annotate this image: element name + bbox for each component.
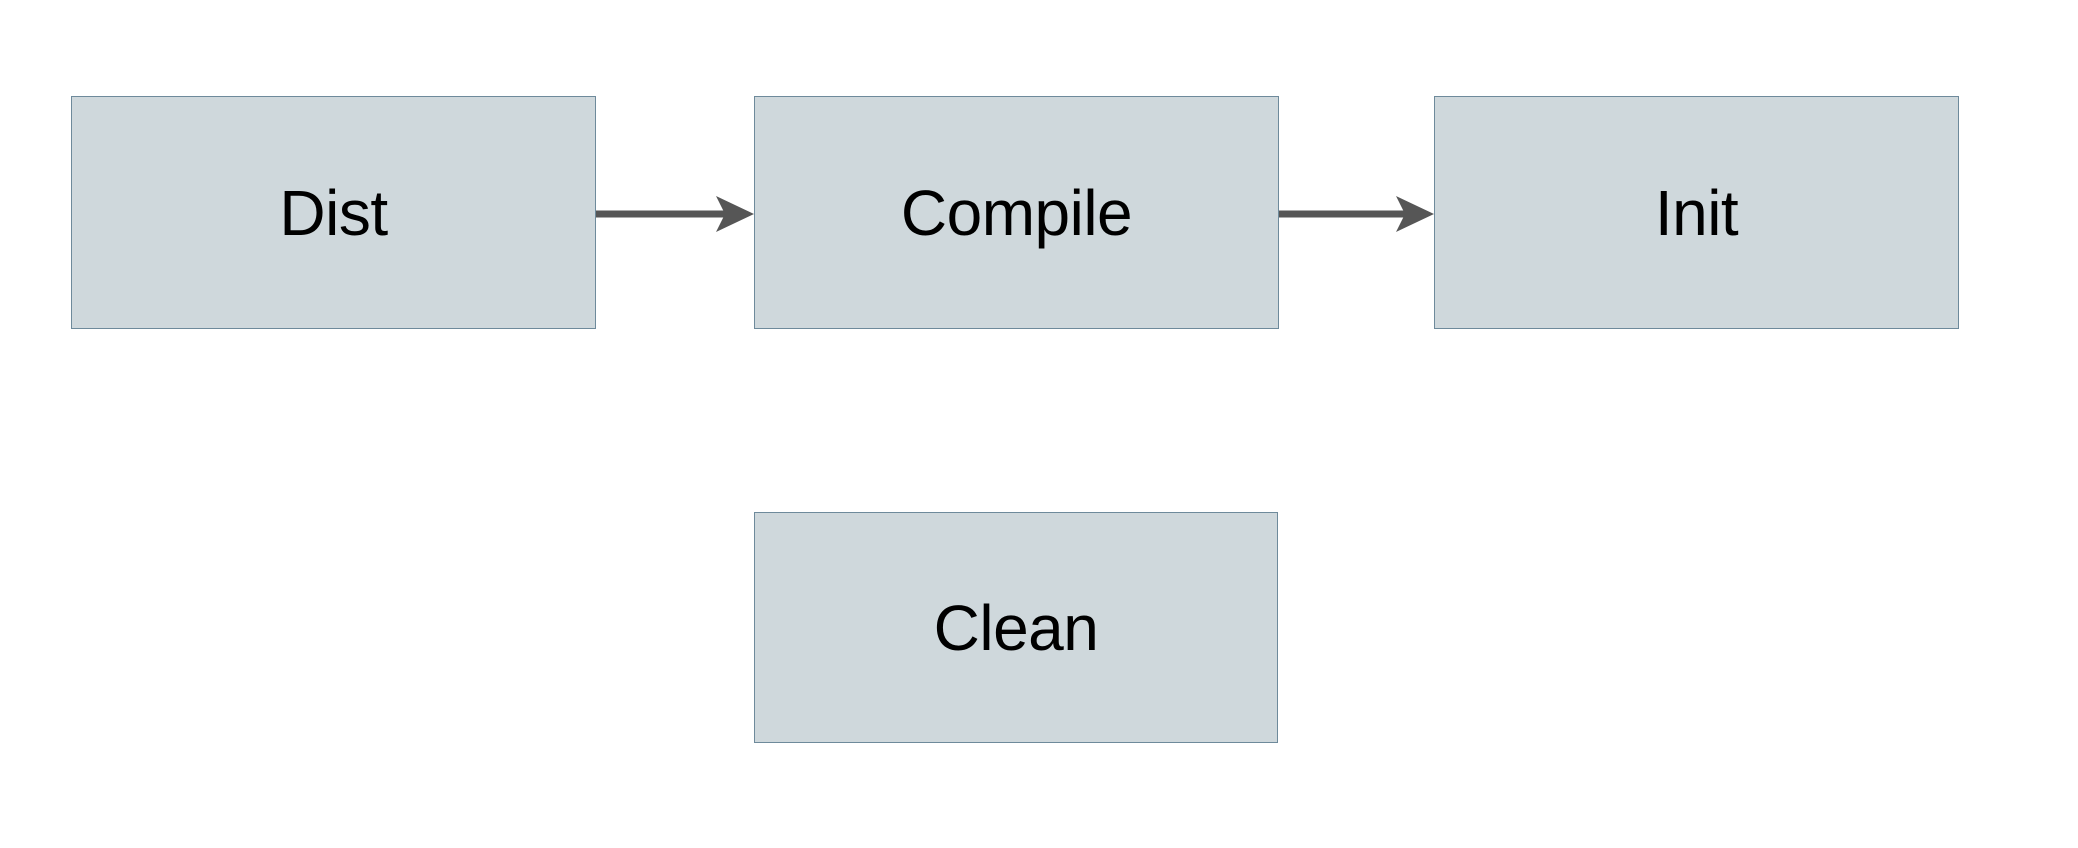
node-label-clean: Clean (933, 591, 1099, 664)
node-dist[interactable]: Dist (71, 96, 596, 329)
node-label-dist: Dist (279, 176, 388, 249)
arrowhead-icon (716, 196, 754, 232)
edge-compile-to-init (1279, 196, 1434, 232)
arrowhead-icon (1396, 196, 1434, 232)
node-label-compile: Compile (900, 176, 1133, 249)
edge-dist-to-compile (596, 196, 754, 232)
node-label-init: Init (1654, 176, 1739, 249)
node-clean[interactable]: Clean (754, 512, 1278, 743)
node-compile[interactable]: Compile (754, 96, 1279, 329)
node-init[interactable]: Init (1434, 96, 1959, 329)
